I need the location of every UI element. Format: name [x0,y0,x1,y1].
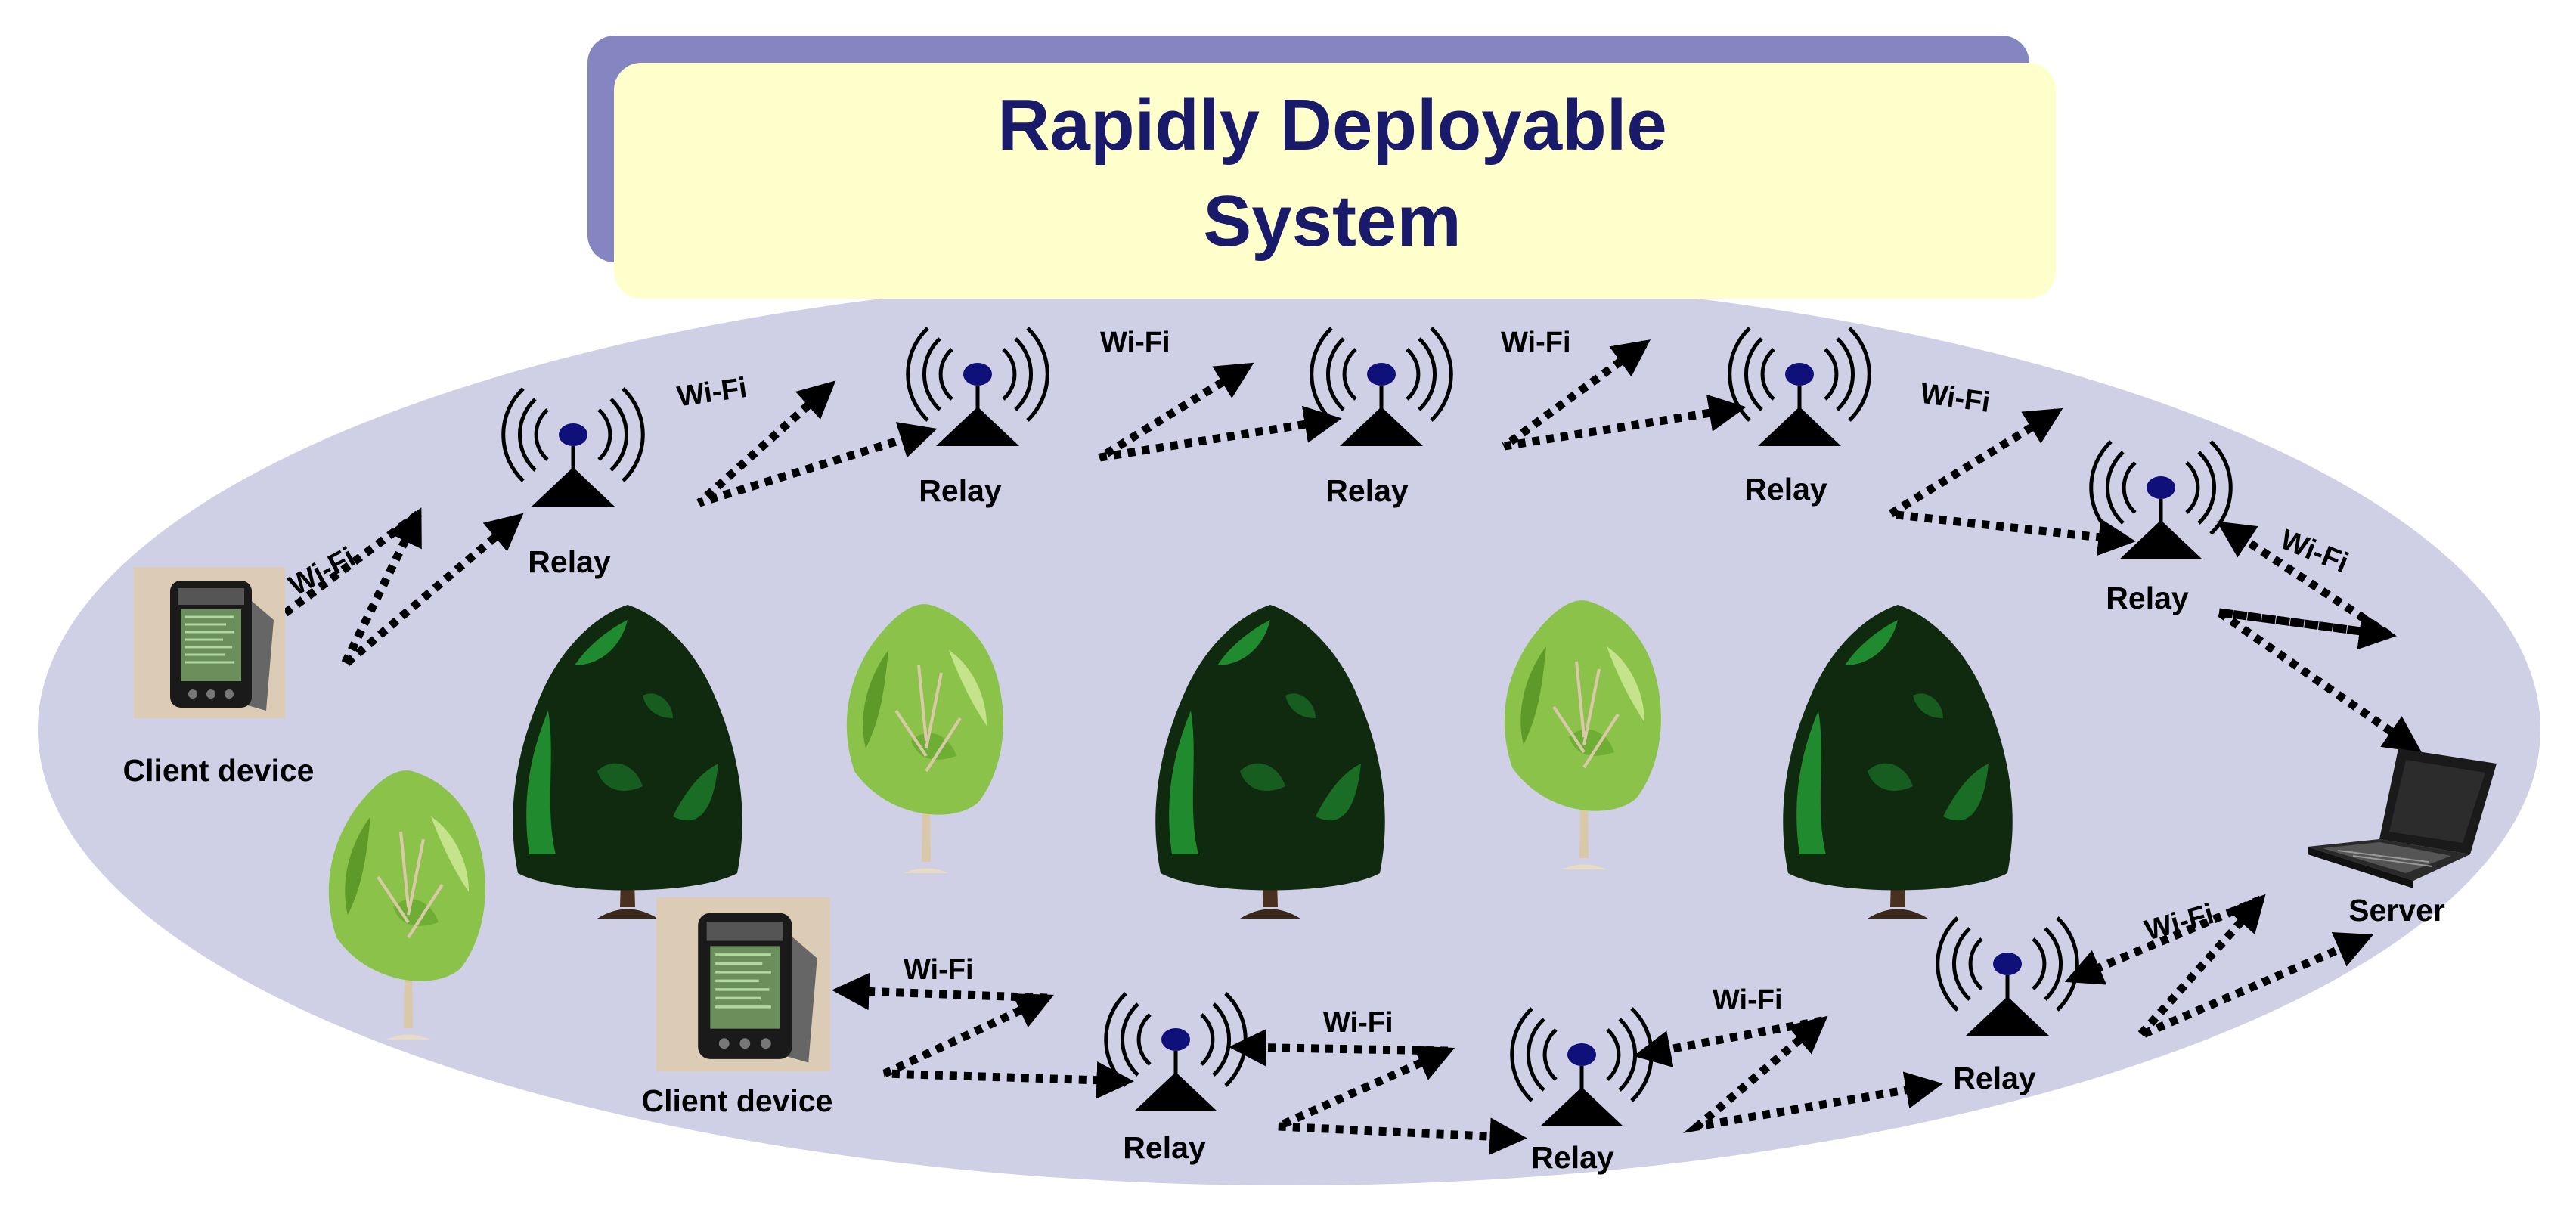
relay-label: Relay [1325,473,1409,508]
relay-label: Relay [1953,1061,2036,1095]
pda-icon [132,565,287,720]
title-box-front [614,63,2056,299]
client-device-2: Client device [642,896,833,1118]
client-device-label: Client device [642,1083,833,1118]
wifi-label: Wi-Fi [1100,327,1170,358]
wifi-link-client-1 [258,510,421,635]
wifi-link-lower-3 [1683,1015,1943,1133]
wifi-link-lower-3b [1633,1016,1824,1068]
wifi-label: Wi-Fi [904,954,974,986]
wifi-link-lower-4b [2064,895,2263,985]
wifi-link-lower-4 [2136,894,2374,1040]
wifi-link-lower-1b [832,972,1048,1011]
wifi-labels: Wi-Fi Wi-Fi Wi-Fi Wi-Fi Wi-Fi Wi-Fi Wi-F… [284,327,2352,1039]
wifi-link-upper-1 [340,507,524,669]
client-device-1: Client device [123,565,315,788]
title-box: Rapidly Deployable System [587,36,2056,299]
relay-label: Relay [1123,1130,1206,1165]
wifi-link-upper-7 [2216,521,2392,640]
wifi-link-upper-3 [1098,362,1342,462]
relay-label: Relay [528,544,611,579]
title-line-1: Rapidly Deployable [997,85,1667,166]
server: Server [2307,748,2497,928]
client-device-label: Client device [123,753,315,788]
wifi-link-lower-2 [1276,1046,1527,1155]
wifi-label: Wi-Fi [1713,984,1783,1016]
wifi-link-upper-2 [696,380,938,507]
relay-labels: Relay Relay Relay Relay Relay Relay Rela… [528,472,2189,1175]
relay-label: Relay [919,473,1002,508]
wifi-link-lower-1 [882,993,1134,1099]
wifi-label: Wi-Fi [1501,327,1571,358]
pda-icon [655,896,832,1073]
relay-label: Relay [2106,581,2189,615]
server-label: Server [2348,893,2445,928]
title-line-2: System [1203,181,1462,262]
relay-label: Relay [1531,1140,1614,1175]
wifi-link-upper-4 [1502,339,1747,451]
wifi-link-lower-2b [1229,1028,1449,1067]
wifi-label: Wi-Fi [1323,1007,1393,1039]
relay-label: Relay [1744,472,1827,507]
wifi-link-upper-6 [2216,608,2423,753]
wifi-links [258,339,2423,1155]
